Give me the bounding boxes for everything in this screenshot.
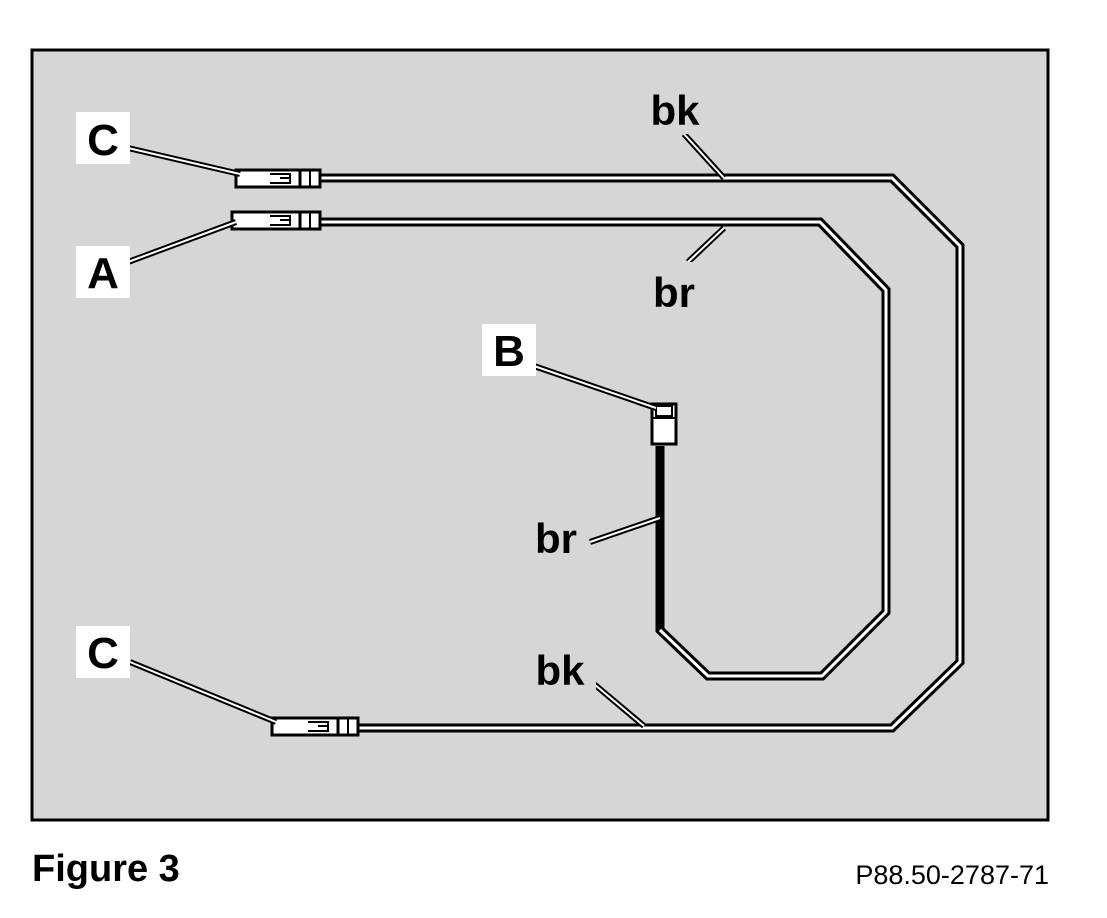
connector-c-top [234,168,322,189]
label-c-top: C [87,116,119,165]
label-box-br-left [526,512,588,562]
label-b: B [493,327,525,376]
label-wire-br-right: br [653,269,695,316]
label-box-a [76,246,130,298]
figure-title: Figure 3 [32,848,180,890]
connector-b [650,402,678,446]
wire-bk [320,173,965,733]
label-box-c-top [76,112,130,164]
label-a: A [87,249,119,298]
label-wire-br-left: br [535,515,577,562]
wire-br [320,217,891,681]
figure-code: P88.50-2787-71 [855,860,1049,890]
leader-lines-inner [127,133,725,727]
diagram-panel [30,48,1050,822]
connector-c-bottom [270,716,360,737]
label-wire-bk-top: bk [650,87,700,134]
label-box-c-bottom [76,626,130,678]
label-box-bk-top [640,84,710,134]
connector-a [230,210,322,231]
label-box-br-right [644,262,704,312]
label-box-b [482,324,536,376]
label-wire-bk-bottom: bk [535,647,585,694]
label-box-bk-bottom [526,644,596,694]
label-c-bottom: C [87,629,119,678]
